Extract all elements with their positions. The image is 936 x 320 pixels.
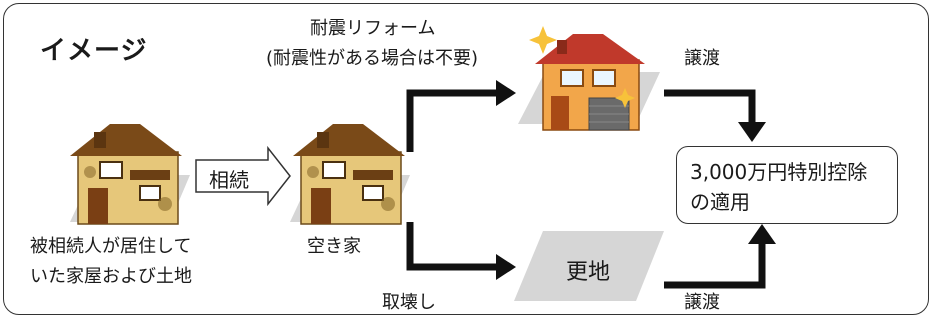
arrow-heads [496,80,776,280]
sparkle-icon [529,26,635,108]
special-deduction-box [676,146,898,224]
renovation-label: 耐震リフォーム [310,18,436,39]
old-house-icon [70,124,182,225]
vacant-house-label: 空き家 [307,236,361,257]
source-caption-line1: 被相続人が居住して [30,236,192,257]
deduction-line2: の適用 [690,190,750,214]
transfer-label-top: 譲渡 [684,48,720,69]
inherit-label: 相続 [209,168,249,192]
branch-arrows [406,89,766,289]
block-arrow-icon [195,145,291,207]
transfer-label-bottom: 譲渡 [684,292,720,313]
page-title: イメージ [40,36,148,66]
new-house-icon [535,34,645,131]
source-caption-line2: いた家屋および土地 [30,266,192,287]
demolition-label: 取壊し [382,292,436,313]
renovation-note: (耐震性がある場合は不要) [266,48,479,69]
vacant-lot-label: 更地 [566,260,611,285]
ground-shadow-lot [514,231,664,301]
old-house-icon [293,124,405,225]
deduction-line1: 3,000万円特別控除 [690,160,868,184]
